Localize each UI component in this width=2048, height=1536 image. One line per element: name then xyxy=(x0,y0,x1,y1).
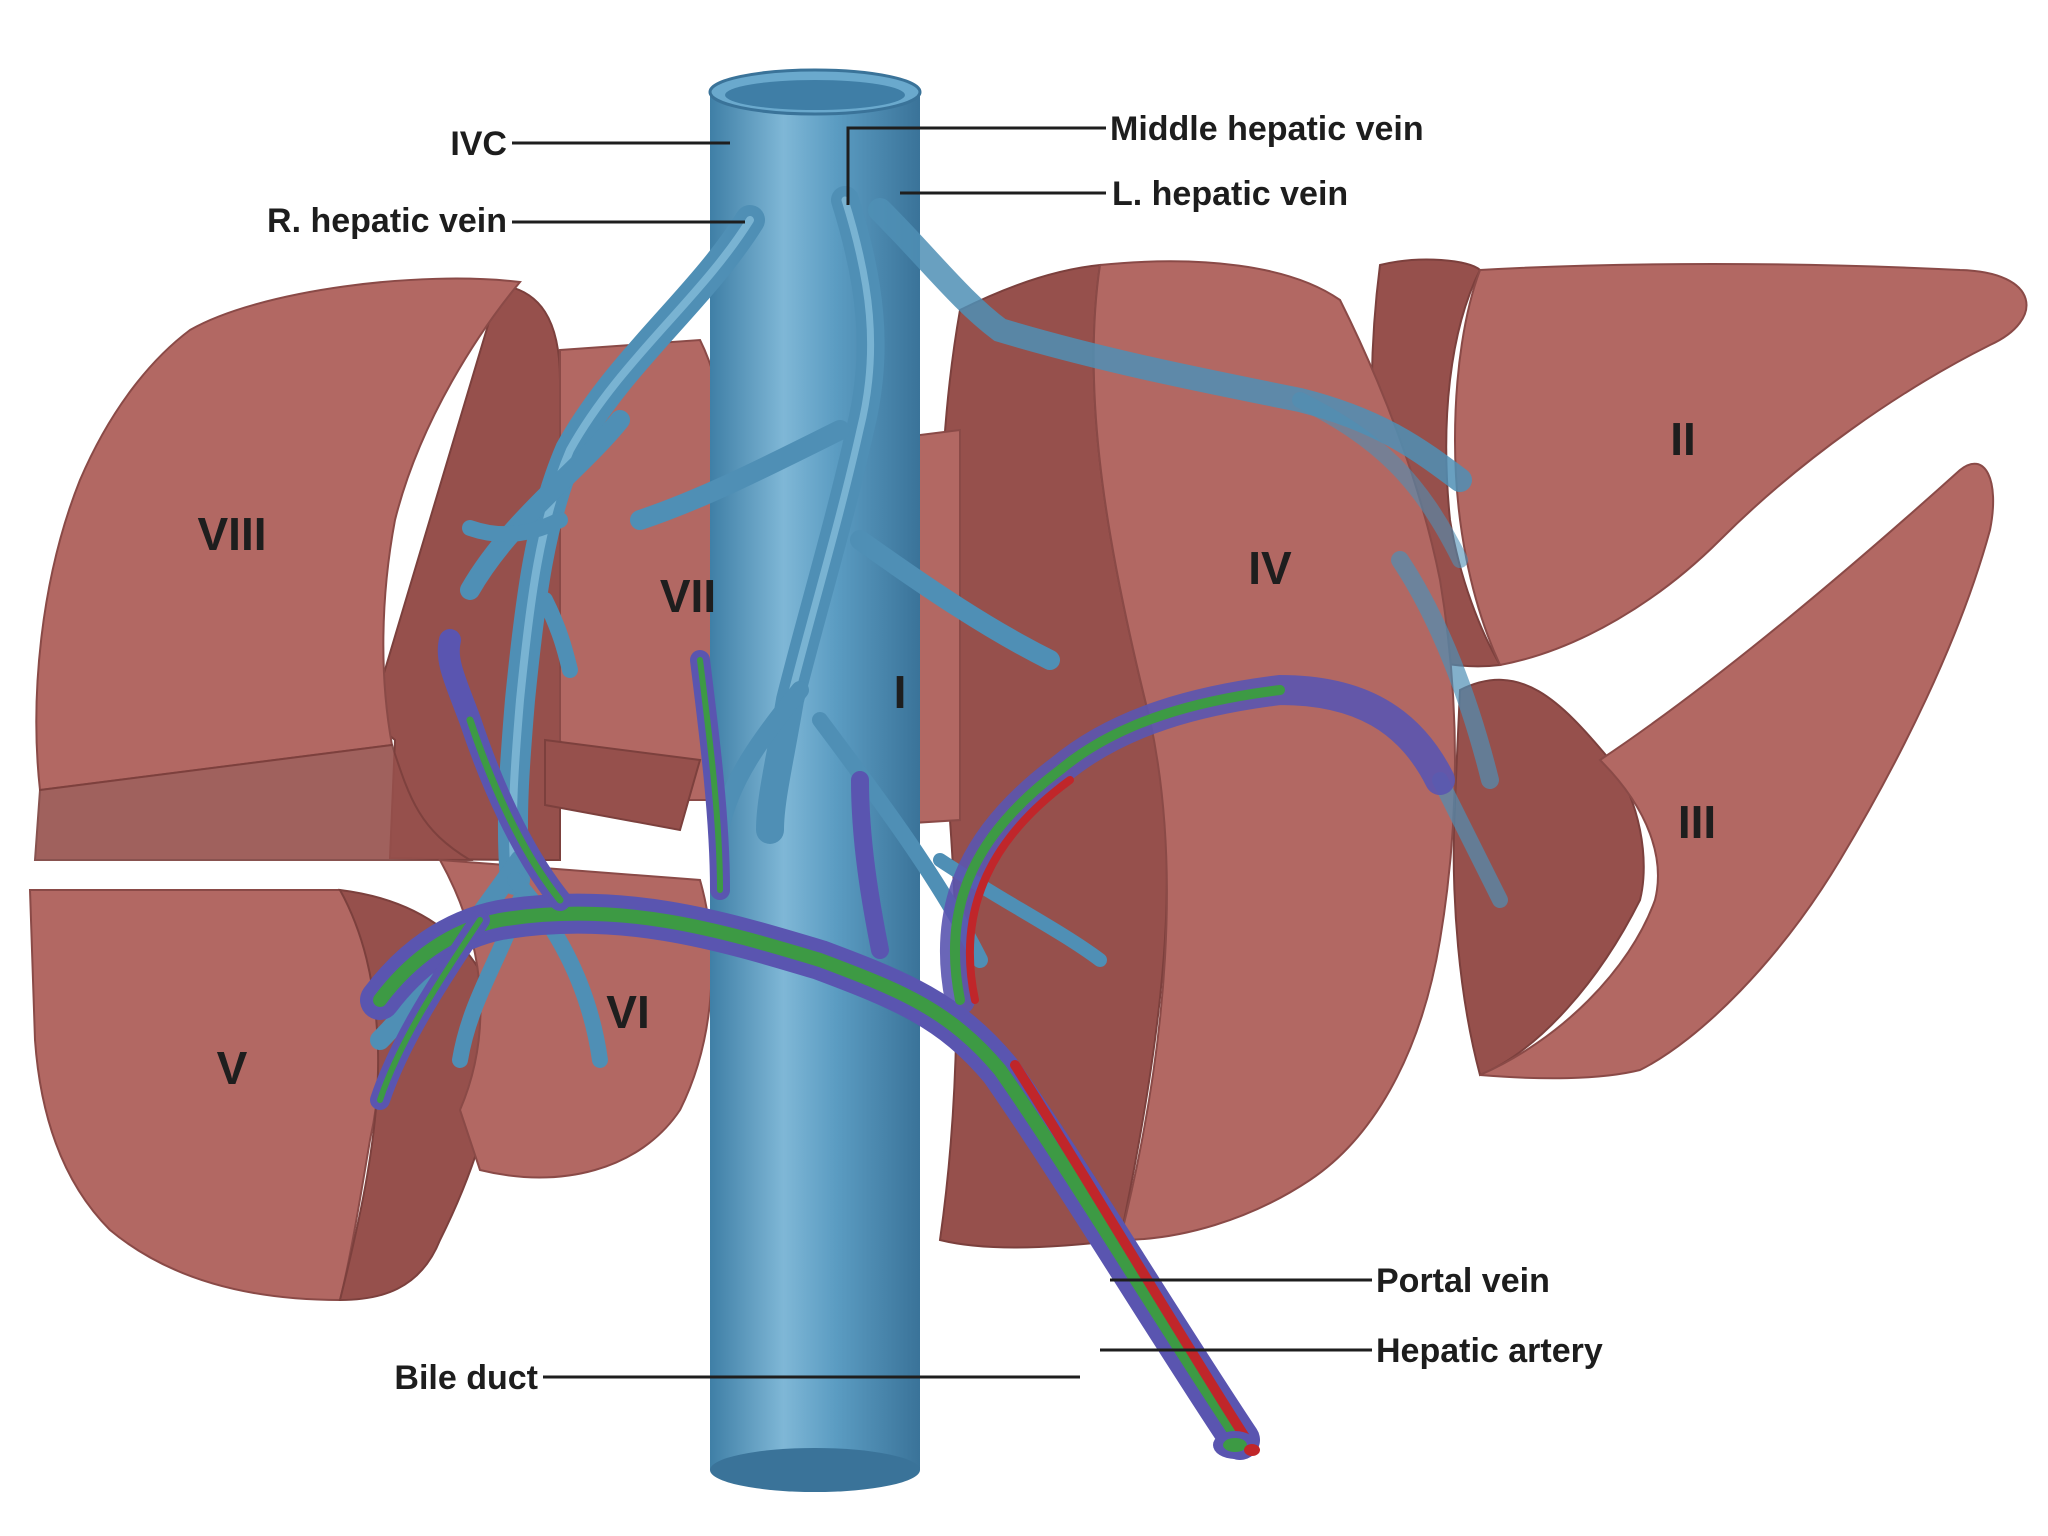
segment-label-iv: IV xyxy=(1248,542,1292,594)
segment-label-vii: VII xyxy=(660,570,716,622)
label-ivc: IVC xyxy=(450,125,507,163)
segment-label-ii: II xyxy=(1670,413,1696,465)
segment-label-viii: VIII xyxy=(197,508,266,560)
label-l-hepatic-vein: L. hepatic vein xyxy=(1112,175,1348,213)
segment-label-i: I xyxy=(894,666,907,718)
label-middle-hepatic-vein: Middle hepatic vein xyxy=(1110,110,1424,148)
segment-label-iii: III xyxy=(1678,796,1716,848)
label-portal-vein: Portal vein xyxy=(1376,1262,1550,1300)
label-r-hepatic-vein: R. hepatic vein xyxy=(267,202,507,240)
label-bile-duct: Bile duct xyxy=(394,1359,538,1397)
segment-label-vi: VI xyxy=(606,986,649,1038)
segment-label-v: V xyxy=(217,1042,248,1094)
label-hepatic-artery: Hepatic artery xyxy=(1376,1332,1603,1370)
